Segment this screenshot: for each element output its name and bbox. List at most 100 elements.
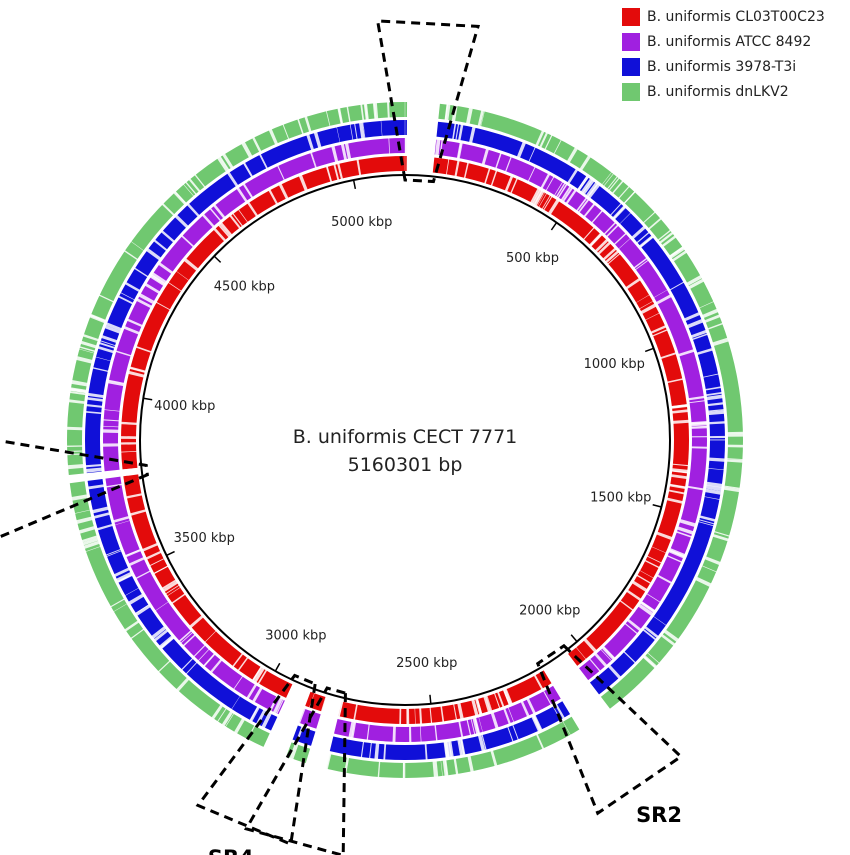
ring-gap <box>562 186 574 203</box>
ring-gap <box>480 110 485 128</box>
ring-gap <box>705 484 723 492</box>
ring-gap <box>135 570 151 580</box>
ring-gap <box>107 379 125 385</box>
ring-gap <box>243 161 254 178</box>
ring-gap <box>484 167 491 185</box>
ring-gap <box>419 707 423 725</box>
ring-gap <box>704 386 722 391</box>
ring-gap <box>75 355 94 364</box>
ring-1 <box>120 155 690 725</box>
ring-gap <box>631 225 647 240</box>
ring-gap <box>704 556 722 566</box>
ring-gap <box>405 137 407 155</box>
ring-gap <box>457 142 463 160</box>
ring-gap <box>114 520 131 526</box>
legend-label: B. uniformis dnLKV2 <box>647 83 789 100</box>
ring-gap <box>646 593 661 603</box>
ring-gap <box>477 109 485 127</box>
ring-gap <box>527 166 536 182</box>
ring-gap <box>707 408 725 412</box>
ring-region-gap <box>103 469 122 479</box>
ring-gap <box>346 105 351 123</box>
ring-gap <box>180 631 194 644</box>
ring-gap <box>175 677 190 692</box>
ring-gap <box>399 707 402 725</box>
ring-gap <box>647 217 662 230</box>
ring-gap <box>406 707 410 725</box>
ring-gap <box>705 481 723 488</box>
ring-gap <box>246 683 258 700</box>
ring-gap <box>297 118 304 135</box>
ring-gap <box>575 197 588 212</box>
ring-gap <box>213 227 227 242</box>
ring-gap <box>178 629 193 643</box>
ring-gap <box>708 457 726 462</box>
ring-region-gap <box>121 467 140 477</box>
tick-label: 1000 kbp <box>584 357 645 372</box>
ring-gap <box>386 101 390 119</box>
ring-gap <box>435 138 440 156</box>
ring-gap <box>261 711 273 729</box>
ring-gap <box>435 760 439 778</box>
ring-gap <box>520 700 530 718</box>
ring-gap <box>221 152 234 169</box>
ring-gap <box>123 249 139 261</box>
ring-gap <box>453 703 458 721</box>
ring-2 <box>102 137 708 743</box>
ring-gap <box>460 738 465 756</box>
ring-gap <box>442 759 448 777</box>
ring-gap <box>655 294 672 305</box>
ring-gap <box>702 373 720 378</box>
region-label: SR4 <box>208 846 254 855</box>
ring-region-gap <box>406 155 435 174</box>
ring-region-gap <box>315 713 338 735</box>
ring-gap <box>127 370 146 378</box>
ring-gap <box>577 175 589 191</box>
ring-gap <box>626 589 642 601</box>
ring-gap <box>486 695 493 712</box>
ring-gap <box>258 153 269 170</box>
ring-gap <box>463 161 470 179</box>
ring-gap <box>444 103 449 121</box>
ring-gap <box>726 459 744 463</box>
ring-gap <box>671 463 689 467</box>
ring-gap <box>606 175 619 190</box>
ring-gap <box>540 173 551 190</box>
ring-gap <box>707 468 725 471</box>
ring-gap <box>711 337 730 347</box>
region-layer: SR1SR2SR3SR4SR5 <box>0 0 684 855</box>
ring-gap <box>688 400 706 404</box>
ring-gap <box>380 119 383 137</box>
ring-gap <box>583 203 596 218</box>
ring-gap <box>349 123 354 141</box>
tick-mark <box>274 662 281 672</box>
ring-gap <box>134 604 150 614</box>
ring-gap <box>125 493 143 499</box>
ring-gap <box>353 703 358 721</box>
ring-gap <box>78 348 95 354</box>
ring-gap <box>374 742 380 760</box>
ring-gap <box>268 128 279 146</box>
ring-gap <box>608 177 621 192</box>
legend-swatch <box>622 32 640 51</box>
ring-gap <box>105 548 122 556</box>
ring-gap <box>409 725 412 743</box>
ring-gap <box>658 231 674 244</box>
ring-gap <box>468 126 476 144</box>
ring-gap <box>613 232 627 246</box>
ring-gap <box>589 658 601 672</box>
ring-gap <box>278 183 289 200</box>
ring-gap <box>543 195 553 211</box>
ring-gap <box>153 239 168 252</box>
ring-gap <box>670 474 688 480</box>
ring-gap <box>70 379 89 387</box>
ring-gap <box>185 661 198 675</box>
ring-gap <box>237 656 249 672</box>
ring-gap <box>268 188 279 205</box>
ring-gap <box>690 425 708 428</box>
ring-gap <box>358 121 365 140</box>
ring-gap <box>126 318 144 328</box>
ring-gap <box>242 183 254 199</box>
ring-gap <box>704 488 722 495</box>
